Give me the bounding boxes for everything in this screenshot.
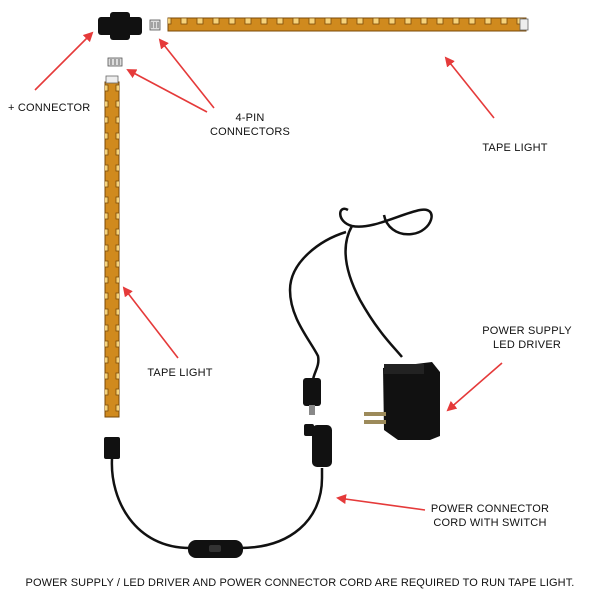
annotation-arrows <box>34 31 503 511</box>
label-power-supply-line1: POWER SUPPLY <box>482 325 572 337</box>
arrow-power-supply <box>446 362 503 412</box>
label-tape-light-left: TAPE LIGHT <box>147 367 213 379</box>
label-plus-connector: + CONNECTOR <box>8 102 91 114</box>
label-power-supply: POWER SUPPLY LED DRIVER <box>472 324 582 352</box>
plus-connector <box>98 12 142 40</box>
label-four-pin-line1: 4-PIN <box>235 112 265 124</box>
label-four-pin-connectors: 4-PIN CONNECTORS <box>200 111 300 139</box>
tape-light-horizontal <box>167 17 529 32</box>
four-pin-connector-left <box>107 57 123 67</box>
arrow-four-pin-left <box>126 69 208 113</box>
tape-light-vertical <box>104 75 120 418</box>
label-four-pin-line2: CONNECTORS <box>209 126 291 138</box>
arrow-four-pin-top <box>158 38 215 109</box>
arrow-tape-light-top <box>444 56 495 119</box>
label-tape-light-top: TAPE LIGHT <box>482 142 548 154</box>
label-cord-line2: CORD WITH SWITCH <box>433 517 547 529</box>
arrow-power-cord <box>336 494 426 511</box>
label-power-supply-line2: LED DRIVER <box>492 339 562 351</box>
label-cord-line1: POWER CONNECTOR <box>430 503 550 515</box>
barrel-jack-female <box>312 425 332 467</box>
arrow-plus-connector <box>34 31 94 91</box>
label-power-connector-cord: POWER CONNECTOR CORD WITH SWITCH <box>420 502 560 530</box>
power-connector-cord <box>104 424 332 558</box>
footer-note: POWER SUPPLY / LED DRIVER AND POWER CONN… <box>25 577 575 589</box>
power-supply <box>288 207 440 440</box>
four-pin-connector-top <box>149 19 161 31</box>
arrow-tape-light-left <box>122 286 179 359</box>
